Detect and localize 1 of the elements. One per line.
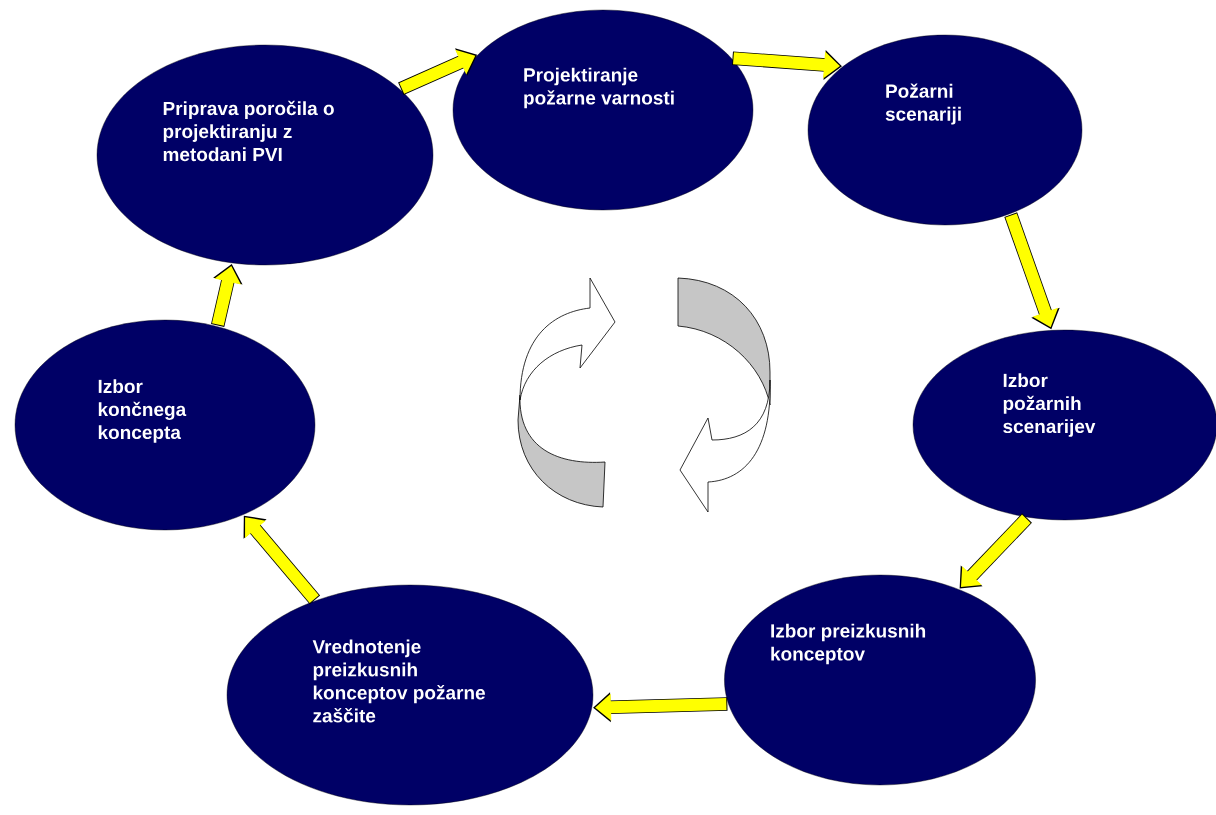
- block-arrow: [959, 513, 1032, 589]
